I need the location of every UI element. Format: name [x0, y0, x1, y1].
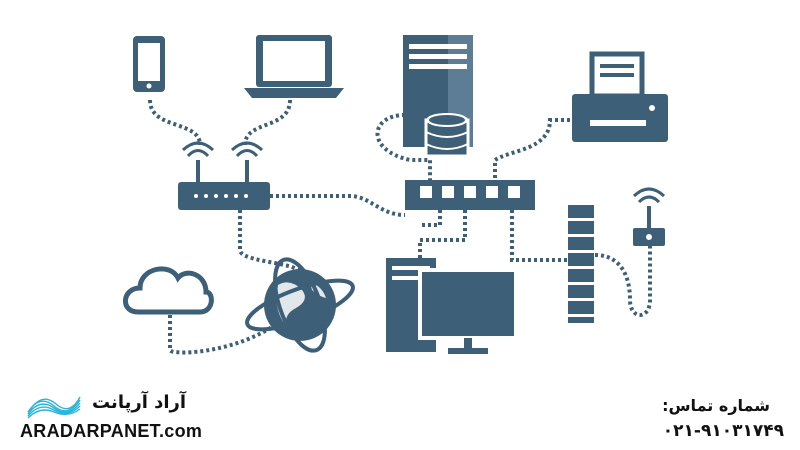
network-switch-icon	[405, 180, 535, 210]
access-point-icon	[632, 187, 666, 246]
cable-switch-desktop-2	[420, 210, 442, 227]
network-diagram	[123, 35, 668, 355]
printer-icon	[572, 51, 668, 142]
globe-internet-icon	[245, 257, 355, 353]
wifi-router-icon	[178, 141, 270, 210]
cable-printer-switch	[493, 118, 570, 182]
desktop-pc-icon	[386, 258, 518, 354]
laptop-icon	[244, 35, 344, 98]
cloud-icon	[123, 266, 214, 315]
cable-switch-desktop	[418, 210, 467, 258]
cable-router-globe	[238, 210, 302, 274]
smartphone-icon	[133, 36, 165, 92]
cable-firewall-ap	[594, 245, 652, 317]
cable-phone-router	[148, 99, 202, 146]
cable-server-switch	[375, 113, 432, 182]
cable-laptop-router	[243, 99, 292, 146]
cable-router-switch	[270, 194, 406, 217]
contact-phone[interactable]: ۰۲۱-۹۱۰۳۱۷۴۹	[662, 421, 784, 441]
firewall-brick-icon	[568, 205, 594, 323]
network-cables	[148, 99, 652, 355]
cable-cloud-globe	[168, 315, 277, 355]
network-devices	[123, 35, 668, 354]
contact-label: شماره تماس:	[662, 396, 770, 415]
brand-url[interactable]: ARADARPANET.com	[20, 421, 203, 441]
brand-name: آراد آرپانت	[92, 392, 187, 413]
logo-icon	[27, 396, 81, 419]
cable-switch-firewall	[510, 210, 570, 262]
database-icon	[424, 113, 470, 158]
